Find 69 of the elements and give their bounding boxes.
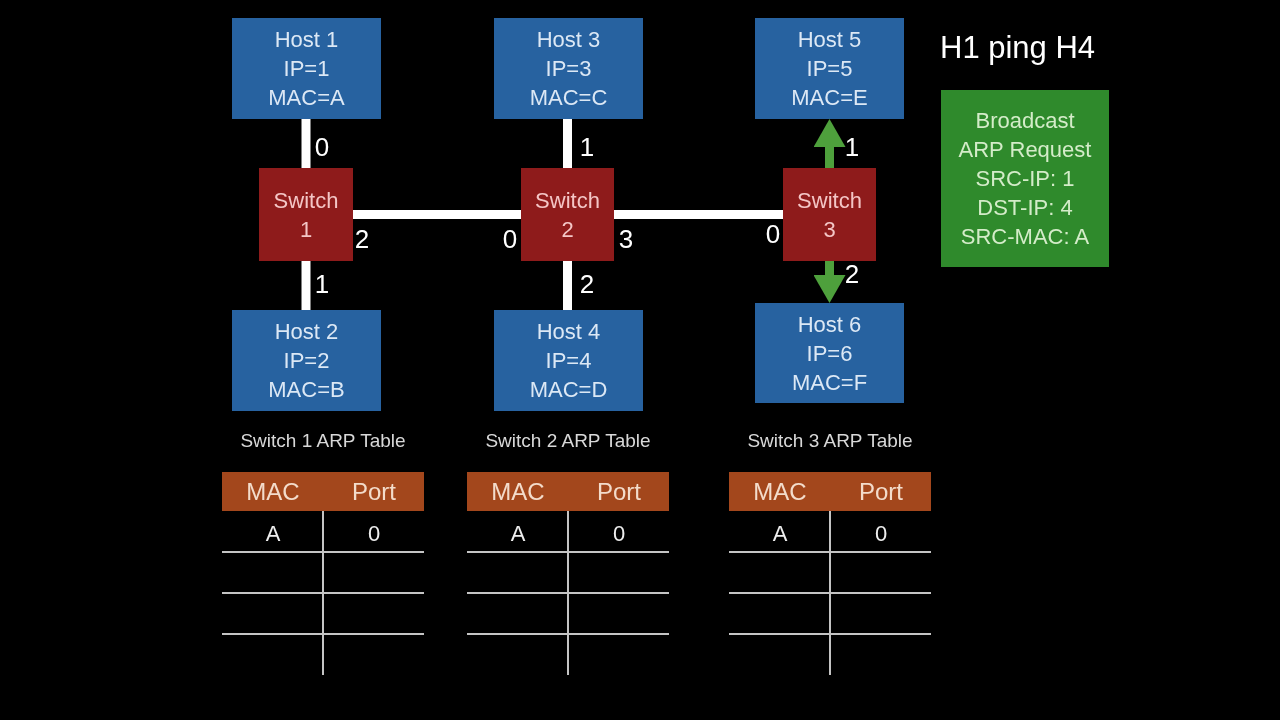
switch-box (259, 168, 353, 261)
link-line (563, 261, 572, 310)
link-line (614, 210, 783, 219)
host-label: MAC=E (791, 84, 868, 112)
table-cell: A (265, 521, 281, 547)
switch-label: Switch 2 (534, 186, 601, 244)
port-number: 0 (314, 133, 330, 163)
column-header: Port (597, 478, 641, 506)
table-cell: 0 (367, 521, 381, 547)
column-header: MAC (753, 478, 807, 506)
link-line (301, 119, 311, 168)
host-label: MAC=B (268, 376, 345, 404)
host-label: MAC=F (791, 368, 868, 397)
host-label: IP=6 (806, 339, 853, 368)
table-cell: 0 (612, 521, 626, 547)
table-cell: 0 (874, 521, 888, 547)
host-box (494, 18, 643, 119)
host-label: IP=1 (283, 55, 330, 83)
host-label: Host 4 (536, 318, 601, 346)
host-label: IP=2 (283, 347, 330, 375)
port-number: 2 (579, 270, 595, 300)
column-header: Port (859, 478, 903, 506)
host-label: MAC=C (529, 84, 608, 112)
host-label: Host 3 (536, 26, 601, 54)
column-header: Port (352, 478, 396, 506)
table-cell: A (772, 521, 788, 547)
port-number: 3 (618, 225, 634, 255)
arrow (813, 119, 846, 168)
host-label: MAC=D (529, 376, 608, 404)
port-number: 0 (502, 225, 518, 255)
port-number: 1 (844, 133, 860, 163)
port-number: 1 (314, 270, 330, 300)
host-label: IP=3 (545, 55, 592, 83)
port-number: 2 (844, 260, 860, 290)
link-line (353, 210, 521, 219)
table-cell: A (510, 521, 526, 547)
host-label: IP=5 (806, 55, 853, 83)
message-box (941, 90, 1109, 267)
message-text: Broadcast ARP Request (957, 107, 1093, 164)
switch-label: Switch 3 (796, 186, 863, 244)
title: H1 ping H4 (940, 29, 1096, 67)
message-text: DST-IP: 4 (977, 194, 1073, 222)
link-line (301, 261, 311, 310)
port-number: 2 (354, 225, 370, 255)
host-label: Host 6 (797, 310, 862, 339)
port-number: 0 (765, 220, 781, 250)
switch-box (521, 168, 614, 261)
message-text: SRC-IP: 1 (975, 165, 1075, 193)
switch-box (783, 168, 876, 261)
table-title: Switch 3 ARP Table (747, 430, 913, 452)
host-box (755, 303, 904, 403)
host-label: MAC=A (268, 84, 345, 112)
message-text: SRC-MAC: A (960, 223, 1090, 251)
host-label: Host 5 (797, 26, 862, 54)
switch-label: Switch 1 (272, 186, 340, 244)
host-box (755, 18, 904, 119)
host-label: Host 1 (274, 26, 339, 54)
arrow (813, 261, 846, 303)
link-line (563, 119, 572, 168)
host-box (494, 310, 643, 411)
host-box (232, 18, 381, 119)
port-number: 1 (579, 133, 595, 163)
table-title: Switch 1 ARP Table (240, 430, 406, 452)
column-header: MAC (246, 478, 300, 506)
host-label: IP=4 (545, 347, 592, 375)
table-title: Switch 2 ARP Table (485, 430, 651, 452)
host-label: Host 2 (274, 318, 339, 346)
column-header: MAC (491, 478, 545, 506)
host-box (232, 310, 381, 411)
